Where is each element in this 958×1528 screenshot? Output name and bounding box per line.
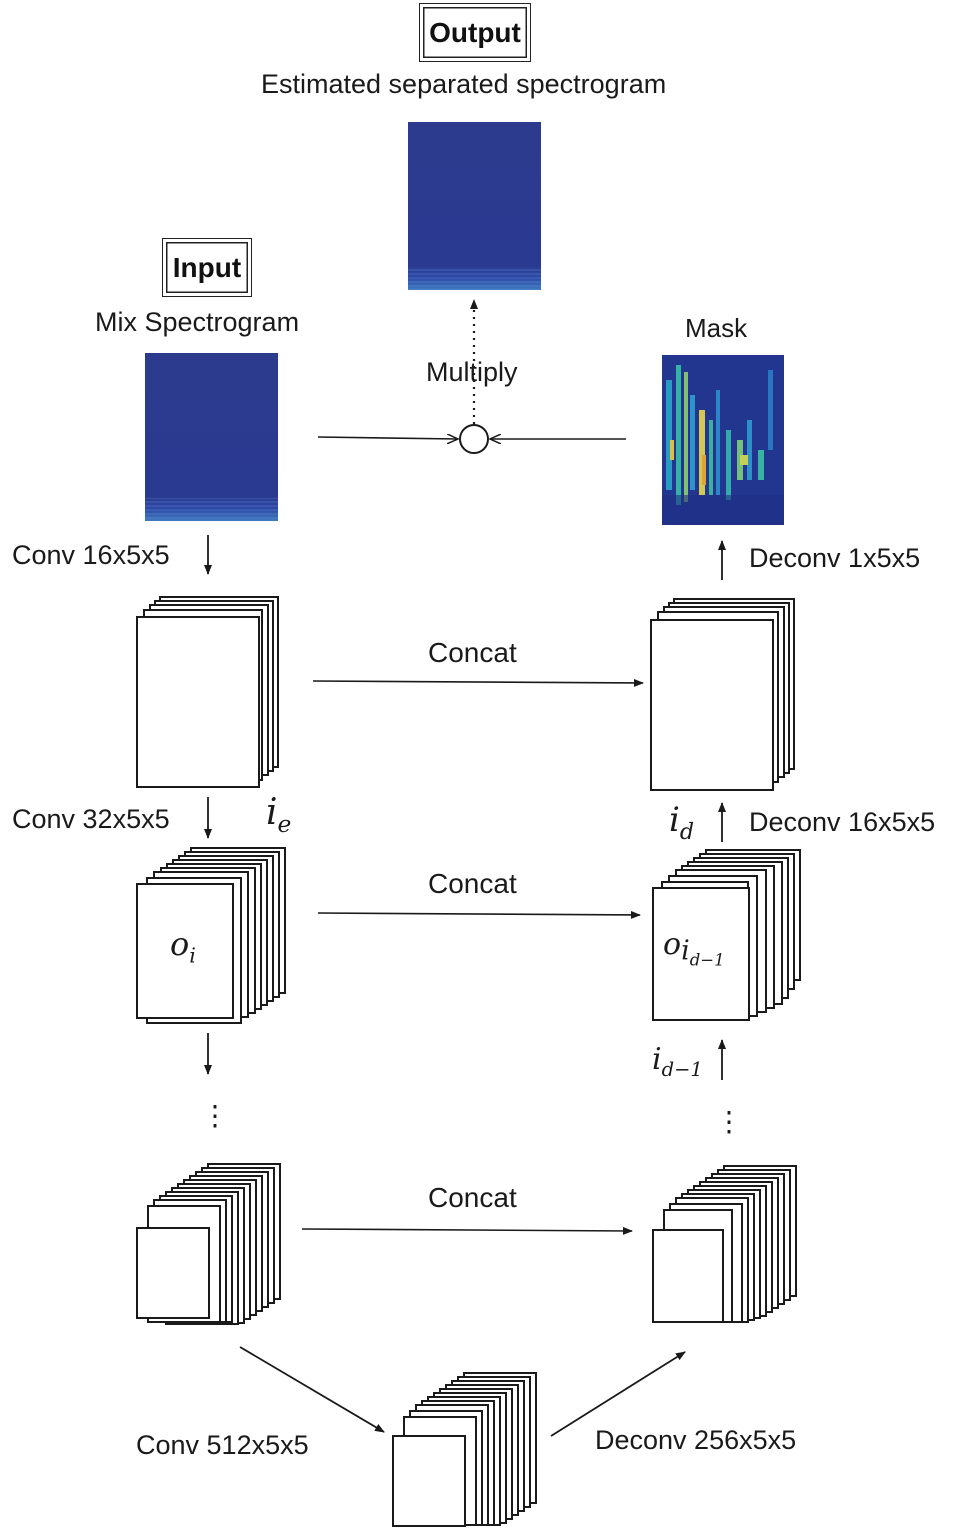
- decoder-stack-1: [650, 598, 795, 791]
- id-base: i: [669, 800, 680, 840]
- encoder-stack-last: [136, 1163, 281, 1325]
- conv2-label: Conv 32x5x5: [12, 804, 170, 834]
- concat-arrow-1: [312, 678, 644, 687]
- encoder-ellipsis: ⋮: [201, 1100, 229, 1131]
- input-to-multiply-arrow: [317, 437, 458, 439]
- multiply-label: Multiply: [426, 357, 518, 387]
- deconv1-label: Deconv 16x5x5: [749, 807, 936, 837]
- output-caption: Estimated separated spectrogram: [261, 69, 667, 99]
- input-caption: Mix Spectrogram: [95, 307, 300, 337]
- conv-last-arrow: [239, 1346, 385, 1433]
- oid-subsub: d−1: [689, 950, 725, 970]
- decoder-ellipsis: ⋮: [715, 1106, 743, 1137]
- bottleneck-stack: [392, 1372, 537, 1527]
- concat-label-3: Concat: [428, 1182, 517, 1213]
- decoder-stack-last: [652, 1165, 797, 1323]
- output-title-box: Output: [419, 3, 531, 62]
- multiply-node: [459, 424, 489, 454]
- oi-sub: i: [189, 943, 196, 968]
- oi-symbol: oi: [170, 928, 196, 966]
- id-sub: d: [679, 818, 695, 845]
- deconv-first-arrow: [550, 1351, 686, 1437]
- id-symbol: id: [669, 803, 694, 843]
- deconv-first-label: Deconv 256x5x5: [595, 1425, 797, 1455]
- id1-sub: d−1: [661, 1058, 703, 1081]
- output-spectrogram: [408, 122, 541, 290]
- mask-image: [662, 355, 784, 525]
- input-spectrogram: [145, 353, 278, 521]
- conv-last-label: Conv 512x5x5: [136, 1430, 309, 1460]
- conv1-label: Conv 16x5x5: [12, 540, 170, 570]
- concat-arrow-3: [301, 1226, 633, 1235]
- id1-base: i: [652, 1042, 662, 1077]
- ie-sub: e: [277, 810, 292, 839]
- input-title: Input: [172, 251, 242, 283]
- deconv-mask-label: Deconv 1x5x5: [749, 543, 921, 573]
- oi-base: o: [170, 925, 190, 963]
- encoder-stack-2: [136, 847, 286, 1024]
- mask-caption: Mask: [685, 313, 748, 343]
- oid-sub: i: [681, 935, 690, 967]
- concat-arrow-2: [317, 910, 641, 919]
- concat-label-2: Concat: [428, 868, 517, 899]
- oid-base: o: [663, 927, 682, 962]
- oid-symbol: oid−1: [663, 930, 725, 969]
- concat-label-1: Concat: [428, 637, 517, 668]
- encoder-stack-1: [136, 596, 279, 788]
- ie-symbol: ie: [266, 795, 291, 837]
- ie-base: i: [266, 792, 278, 833]
- id1-symbol: id−1: [652, 1045, 703, 1080]
- input-title-box: Input: [162, 238, 252, 297]
- output-title: Output: [429, 16, 521, 48]
- decoder-stack-2: [652, 849, 801, 1021]
